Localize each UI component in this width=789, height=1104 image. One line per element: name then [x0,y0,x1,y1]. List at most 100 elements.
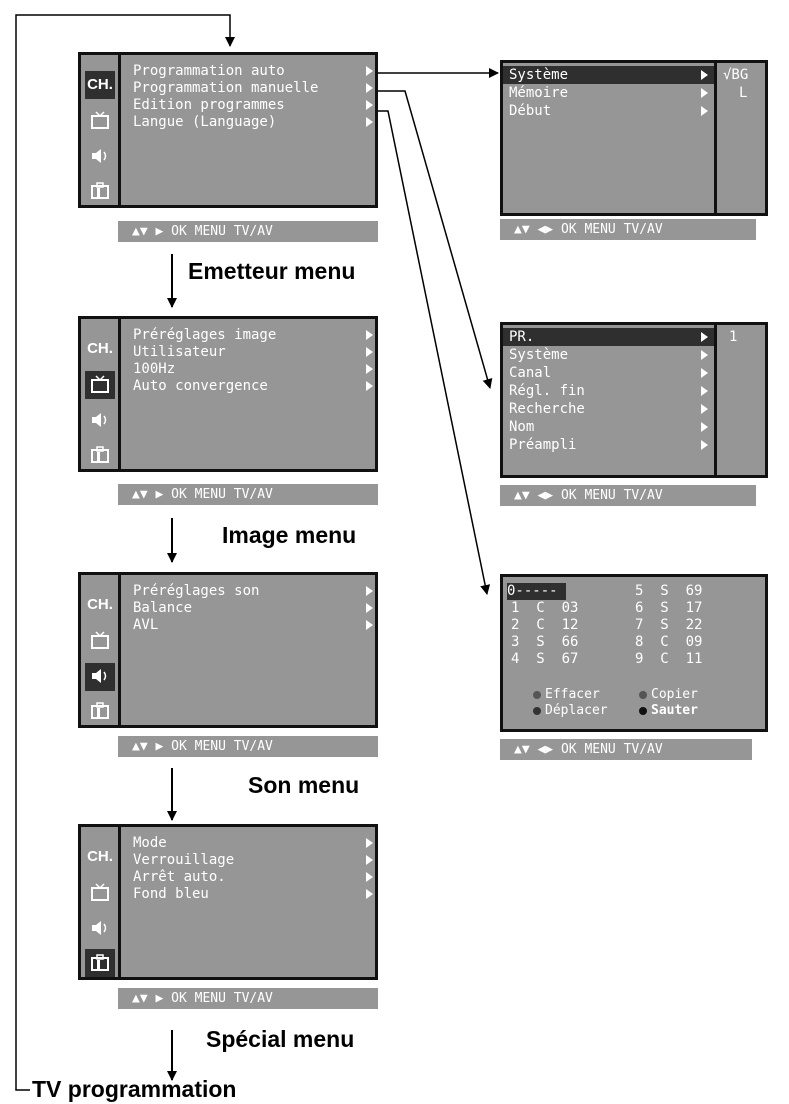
arrow-right-icon [701,422,708,432]
tv-icon[interactable] [85,107,115,135]
programme-row-8[interactable]: 8 C 09 [635,634,703,650]
tv-programmation-label: TV programmation [32,1076,237,1102]
menu-item-arret-auto[interactable]: Arrêt auto. [133,869,373,886]
programme-row-1[interactable]: 1 C 03 [511,600,579,616]
speaker-icon[interactable] [85,663,115,691]
yellow-dot-icon [533,706,541,715]
programme-row-9[interactable]: 9 C 11 [635,651,703,667]
programme-row-4[interactable]: 4 S 67 [511,651,579,667]
menu-item-auto-convergence[interactable]: Auto convergence [133,378,373,395]
arrow-right-icon [701,440,708,450]
menu-item-avl[interactable]: AVL [133,617,373,634]
menu-item-100hz[interactable]: 100Hz [133,361,373,378]
arrow-right-icon [701,404,708,414]
ch-icon[interactable]: CH. [87,596,113,613]
submenu-item-preampli[interactable]: Préampli [503,436,714,454]
arrow-right-icon [701,106,708,116]
menu-item-programmation-auto[interactable]: Programmation auto [133,63,373,80]
arrow-right-icon [366,603,373,613]
image-menu-panel: CH. Préréglages image Utilisateur 100Hz … [78,316,378,472]
programme-row-5[interactable]: 5 S 69 [635,583,703,599]
legend-deplacer: Déplacer [533,703,608,718]
menu-item-preglages-son[interactable]: Préréglages son [133,583,373,600]
menu-sidebar: CH. [81,55,121,205]
arrow-right-icon [366,381,373,391]
menu-caption: Spécial menu [206,1026,355,1052]
arrow-right-icon [366,872,373,882]
menu-item-balance[interactable]: Balance [133,600,373,617]
son-menu-panel: CH. Préréglages son Balance AVL [78,572,378,728]
arrow-right-icon [366,855,373,865]
menu-items: Programmation auto Programmation manuell… [133,63,373,131]
arrow-right-icon [701,88,708,98]
briefcase-icon[interactable] [85,949,115,977]
navigation-hint-bar: ▲▼ ▶ OK MENU TV/AV [118,221,378,242]
navigation-hint-bar: ▲▼ ▶ OK MENU TV/AV [118,736,378,757]
menu-item-preglages-image[interactable]: Préréglages image [133,327,373,344]
arrow-right-icon [366,330,373,340]
emetteur-menu-panel: CH. Programmation auto Programmation man… [78,52,378,208]
submenu-item-recherche[interactable]: Recherche [503,400,714,418]
menu-sidebar: CH. [81,319,121,469]
submenu-item-pr[interactable]: PR. [503,328,714,346]
system-option-bg[interactable]: √BG [723,67,749,83]
menu-item-langue[interactable]: Langue (Language) [133,114,373,131]
navigation-hint-bar: ▲▼ ◀▶ OK MENU TV/AV [500,739,752,760]
menu-sidebar: CH. [81,827,121,977]
arrow-right-icon [366,364,373,374]
system-option-l[interactable]: L [739,85,748,101]
arrow-right-icon [701,386,708,396]
menu-item-utilisateur[interactable]: Utilisateur [133,344,373,361]
speaker-icon[interactable] [85,143,115,171]
briefcase-icon[interactable] [85,441,115,469]
arrow-right-icon [366,838,373,848]
menu-caption: Emetteur menu [188,258,356,284]
menu-item-edition-programmes[interactable]: Edition programmes [133,97,373,114]
programmation-auto-panel: Système Mémoire Début √BG L [500,60,768,216]
submenu-item-systeme[interactable]: Système [503,346,714,364]
programme-row-0[interactable]: 0----- [507,583,566,600]
tv-icon[interactable] [85,371,115,399]
submenu-list: Système Mémoire Début [503,63,717,213]
menu-item-mode[interactable]: Mode [133,835,373,852]
arrow-right-icon [366,889,373,899]
programmation-manuelle-panel: PR. Système Canal Régl. fin Recherche No… [500,322,768,478]
legend-copier: Copier [639,687,698,702]
menu-caption: Son menu [248,772,360,798]
programme-row-3[interactable]: 3 S 66 [511,634,579,650]
briefcase-icon[interactable] [85,177,115,205]
tv-icon[interactable] [85,627,115,655]
menu-item-verrouillage[interactable]: Verrouillage [133,852,373,869]
submenu-item-nom[interactable]: Nom [503,418,714,436]
submenu-item-systeme[interactable]: Système [503,66,714,84]
briefcase-icon[interactable] [85,697,115,725]
ch-icon[interactable]: CH. [87,340,113,357]
arrow-right-icon [366,100,373,110]
submenu-item-canal[interactable]: Canal [503,364,714,382]
menu-caption: Image menu [222,522,357,548]
red-dot-icon [533,690,541,699]
arrow-right-icon [366,586,373,596]
programme-number-value: 1 [729,329,738,345]
menu-item-programmation-manuelle[interactable]: Programmation manuelle [133,80,373,97]
submenu-item-memoire[interactable]: Mémoire [503,84,714,102]
special-menu-panel: CH. Mode Verrouillage Arrêt auto. Fond b… [78,824,378,980]
submenu-item-debut[interactable]: Début [503,102,714,120]
ch-icon[interactable]: CH. [85,71,115,99]
menu-item-fond-bleu[interactable]: Fond bleu [133,886,373,903]
arrow-right-icon [366,83,373,93]
programme-row-7[interactable]: 7 S 22 [635,617,703,633]
speaker-icon[interactable] [85,407,115,435]
green-dot-icon [639,690,647,699]
speaker-icon[interactable] [85,915,115,943]
tv-icon[interactable] [85,879,115,907]
arrow-right-icon [366,66,373,76]
menu-items: Préréglages son Balance AVL [133,583,373,634]
menu-items: Préréglages image Utilisateur 100Hz Auto… [133,327,373,395]
programme-row-2[interactable]: 2 C 12 [511,617,579,633]
menu-items: Mode Verrouillage Arrêt auto. Fond bleu [133,835,373,903]
navigation-hint-bar: ▲▼ ◀▶ OK MENU TV/AV [500,219,756,240]
ch-icon[interactable]: CH. [87,848,113,865]
submenu-item-regl-fin[interactable]: Régl. fin [503,382,714,400]
programme-row-6[interactable]: 6 S 17 [635,600,703,616]
